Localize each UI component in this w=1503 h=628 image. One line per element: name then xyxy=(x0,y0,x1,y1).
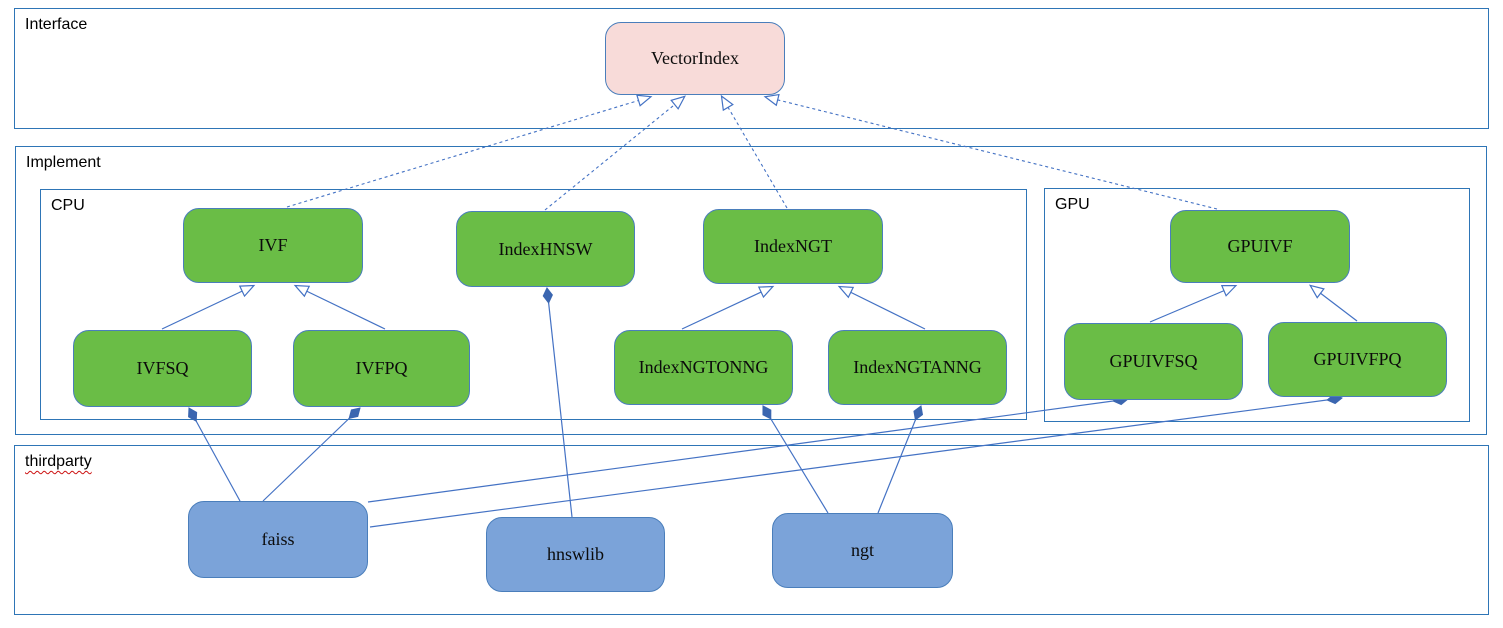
node-vectorindex-label: VectorIndex xyxy=(651,48,739,68)
node-ivf-label: IVF xyxy=(258,235,288,255)
node-indexngt-label: IndexNGT xyxy=(754,236,832,256)
node-indexngtonng-label: IndexNGTONNG xyxy=(638,357,769,377)
edge-ivfsq-faiss xyxy=(188,407,241,502)
edge-ivfpq-faiss xyxy=(262,407,361,502)
edge-gpuivfpq-faiss xyxy=(369,393,1343,528)
node-indexhnsw: IndexHNSW xyxy=(456,211,635,287)
node-ivfsq-label: IVFSQ xyxy=(136,358,189,378)
node-ivfpq-label: IVFPQ xyxy=(355,358,408,378)
node-hnswlib-label: hnswlib xyxy=(546,544,604,564)
node-gpuivfsq-label: GPUIVFSQ xyxy=(1109,351,1198,371)
edge-indexhnsw-vectorindex xyxy=(544,95,686,211)
edge-gpuivfsq-gpuivf xyxy=(1149,285,1238,323)
node-ngt-label: ngt xyxy=(850,540,874,560)
container-thirdparty: thirdparty xyxy=(14,445,1489,615)
node-gpuivfpq: GPUIVFPQ xyxy=(1268,322,1447,397)
node-hnswlib: hnswlib xyxy=(486,517,665,592)
container-implement: Implement xyxy=(15,146,1487,435)
container-interface-label: Interface xyxy=(25,16,88,33)
node-faiss-label: faiss xyxy=(261,529,295,549)
container-gpu: GPU xyxy=(1044,188,1470,422)
edge-indexhnsw-hnswlib xyxy=(542,287,573,518)
node-ngt: ngt xyxy=(772,513,953,588)
edge-ivfsq-ivf xyxy=(161,284,256,330)
edge-gpuivfpq-gpuivf xyxy=(1308,284,1358,322)
node-indexngt: IndexNGT xyxy=(703,209,883,284)
node-gpuivf: GPUIVF xyxy=(1170,210,1350,283)
container-cpu-label: CPU xyxy=(51,197,85,214)
container-implement-label: Implement xyxy=(26,154,101,171)
node-ivf: IVF xyxy=(183,208,363,283)
container-interface: Interface xyxy=(14,8,1489,129)
node-indexngtanng: IndexNGTANNG xyxy=(828,330,1007,405)
inheritance-edges xyxy=(161,284,1358,330)
container-cpu: CPU xyxy=(40,189,1027,420)
node-faiss: faiss xyxy=(188,501,368,578)
node-ivfpq: IVFPQ xyxy=(293,330,470,407)
edge-ivf-vectorindex xyxy=(286,94,653,208)
edge-indexngt-vectorindex xyxy=(720,94,788,209)
node-ivfsq: IVFSQ xyxy=(73,330,252,407)
edge-ivfpq-ivf xyxy=(293,284,386,330)
node-indexhnsw-label: IndexHNSW xyxy=(498,238,593,259)
node-indexngtonng: IndexNGTONNG xyxy=(614,330,793,405)
edge-indexngtanng-indexngt xyxy=(837,285,926,330)
node-vectorindex: VectorIndex xyxy=(605,22,785,95)
node-gpuivfpq-label: GPUIVFPQ xyxy=(1313,349,1402,369)
composition-edges xyxy=(188,287,1343,528)
node-indexngtanng-label: IndexNGTANNG xyxy=(853,357,982,377)
node-gpuivf-label: GPUIVF xyxy=(1227,236,1293,256)
container-thirdparty-label: thirdparty xyxy=(25,453,92,470)
edge-indexngtonng-ngt xyxy=(762,405,829,514)
edge-gpuivfsq-faiss xyxy=(367,394,1129,503)
edge-gpuivf-vectorindex xyxy=(763,93,1218,210)
node-gpuivfsq: GPUIVFSQ xyxy=(1064,323,1243,400)
container-gpu-label: GPU xyxy=(1055,196,1090,213)
edge-indexngtanng-ngt xyxy=(877,405,924,514)
realization-edges xyxy=(286,93,1218,211)
edge-indexngtonng-indexngt xyxy=(681,285,775,330)
